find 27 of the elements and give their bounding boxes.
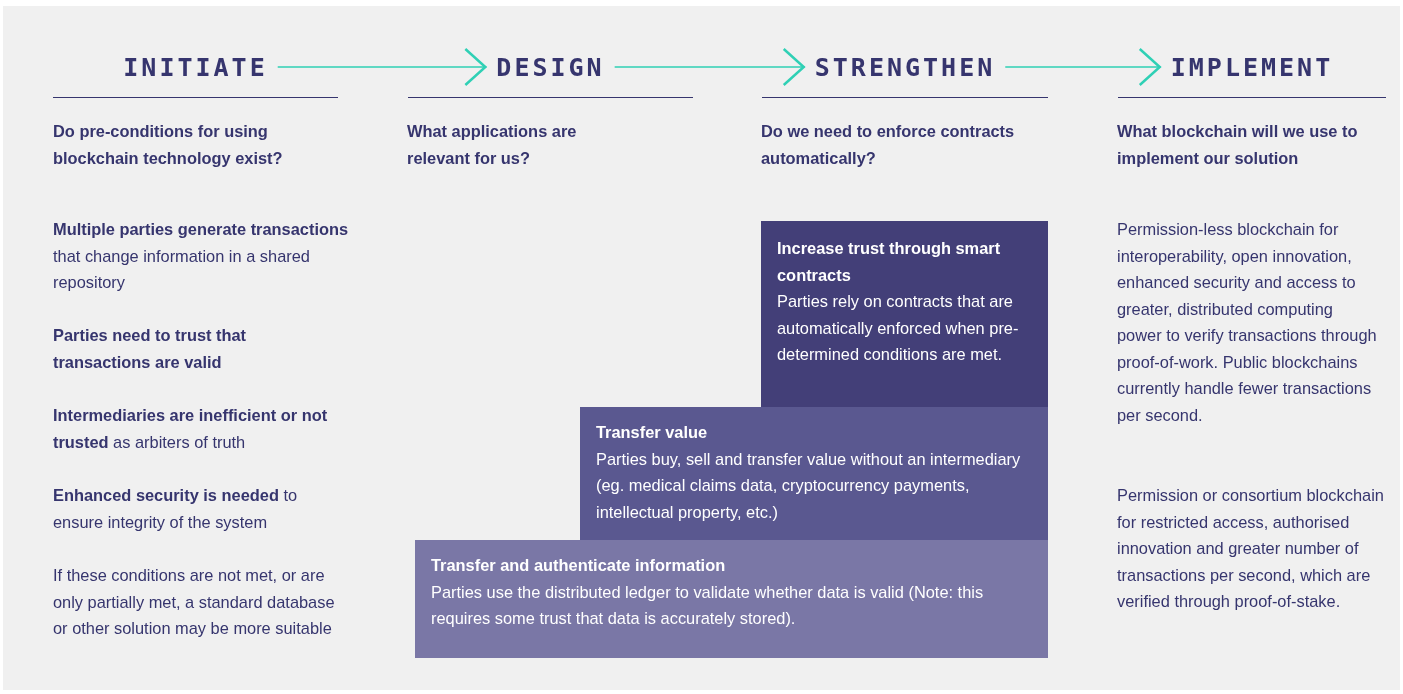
step-heading: DESIGN <box>486 46 615 88</box>
body-text: If these conditions are not met, or are only partially met, a standard database or other solution may be more suitable <box>53 565 336 639</box>
box-text: Parties use the distributed ledger to validate whether data is valid (Note: this requires some trust that data is accurately stored). <box>431 581 985 629</box>
stage-box <box>580 407 1048 540</box>
box-heading: Transfer value <box>596 422 709 443</box>
box-text: Parties rely on contracts that are automatically enforced when pre-determined conditions are met. <box>777 291 1020 365</box>
chevron-arrow <box>613 47 806 87</box>
chevron-arrow <box>276 47 488 87</box>
question-text: Do pre-conditions for using blockchain technology exist? <box>53 121 284 169</box>
body-text: Permission or consortium blockchain for restricted access, authorised innovation and greater number of transactions per second, which are verified through proof-of-stake. <box>1117 485 1385 612</box>
stage-box <box>761 221 1048 407</box>
step-heading: INITIATE <box>113 46 278 88</box>
body-text: Enhanced security is needed to ensure integrity of the system <box>53 485 299 533</box>
question-text: What blockchain will we use to implement our solution <box>1117 121 1359 169</box>
question-text: What applications are relevant for us? <box>407 121 578 169</box>
body-text: Multiple parties generate transactions that change information in a shared repository <box>53 219 350 293</box>
step-heading: STRENGTHEN <box>804 46 1006 88</box>
box-heading: Increase trust through smart contracts <box>777 238 1002 286</box>
body-text: Intermediaries are inefficient or not trusted as arbiters of truth <box>53 405 329 453</box>
body-text: Permission-less blockchain for interoperability, open innovation, enhanced security and access to greater, distributed computing power to verify transactions through proof-of-work. Public blockchains currently handle fewer transactions per second. <box>1117 219 1377 426</box>
question-text: Do we need to enforce contracts automatically? <box>761 121 1016 169</box>
chevron-arrow <box>1004 47 1162 87</box>
box-text: Parties buy, sell and transfer value without an intermediary (eg. medical claims data, cryptocurrency payments, intellectual property, etc.) <box>596 448 1022 523</box>
question-text: Parties need to trust that transactions are valid <box>53 325 248 373</box>
box-heading: Transfer and authenticate information <box>431 555 727 576</box>
step-heading: IMPLEMENT <box>1160 46 1344 88</box>
stage-box <box>415 540 1048 658</box>
